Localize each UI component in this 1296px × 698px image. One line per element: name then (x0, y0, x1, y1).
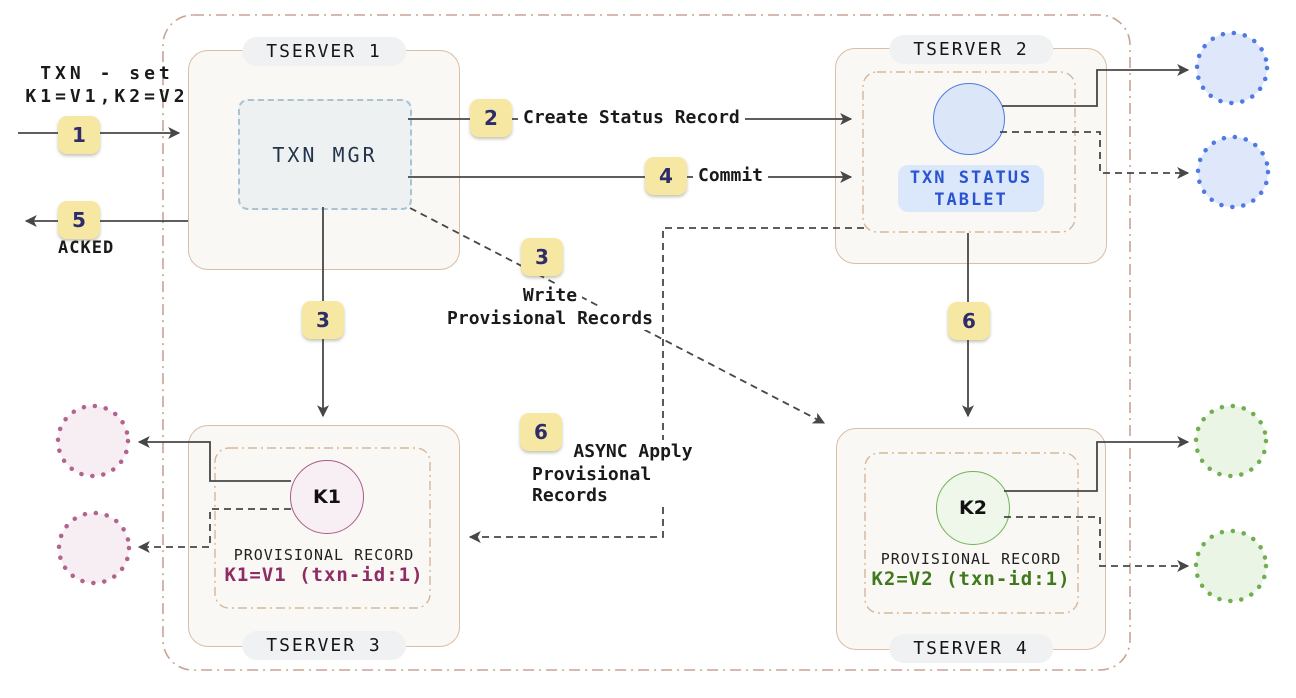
step6-badge-vertical: 6 (948, 302, 990, 340)
step3-badge-vertical: 3 (302, 301, 344, 339)
write-provisional-label: Write Provisional Records (440, 284, 660, 330)
k1-record-title: PROVISIONAL RECORD (233, 546, 415, 564)
step6-badge-async: 6 (520, 413, 562, 451)
txn-mgr-box: TXN MGR (238, 99, 412, 210)
tserver2-box: TSERVER 2 TXN STATUS TABLET (835, 35, 1107, 264)
tserver1-box: TSERVER 1 TXN MGR (188, 37, 460, 270)
async-apply-label: ASYNC Apply Provisional Records (527, 440, 739, 507)
step2-badge: 2 (470, 99, 512, 137)
k2-record-value: K2=V2 (txn-id:1) (871, 568, 1071, 590)
tserver3-box: TSERVER 3 K1 PROVISIONAL RECORD K1=V1 (t… (188, 425, 460, 660)
tserver3-label: TSERVER 3 (242, 631, 406, 660)
step1-badge: 1 (58, 116, 100, 154)
k1-tablet-circle: K1 (290, 460, 364, 534)
step3-badge-diagonal: 3 (521, 238, 563, 276)
acked-label: ACKED (58, 238, 115, 258)
tserver2-label: TSERVER 2 (889, 35, 1053, 64)
step4-badge: 4 (645, 157, 687, 195)
txn-status-tablet-circle (933, 83, 1005, 155)
commit-label: Commit (693, 164, 769, 187)
step5-badge: 5 (58, 201, 100, 239)
k2-tablet-circle: K2 (936, 471, 1010, 545)
tserver4-box: TSERVER 4 K2 PROVISIONAL RECORD K2=V2 (t… (836, 428, 1106, 663)
k2-record-title: PROVISIONAL RECORD (880, 550, 1062, 568)
tserver1-label: TSERVER 1 (242, 37, 406, 66)
client-request-label: TXN - set K1=V1,K2=V2 (25, 63, 189, 107)
k1-record-value: K1=V1 (txn-id:1) (224, 564, 424, 586)
create-status-record-label: Create Status Record (518, 106, 745, 129)
tserver4-label: TSERVER 4 (889, 634, 1053, 663)
txn-status-tablet-label: TXN STATUS TABLET (898, 165, 1044, 212)
